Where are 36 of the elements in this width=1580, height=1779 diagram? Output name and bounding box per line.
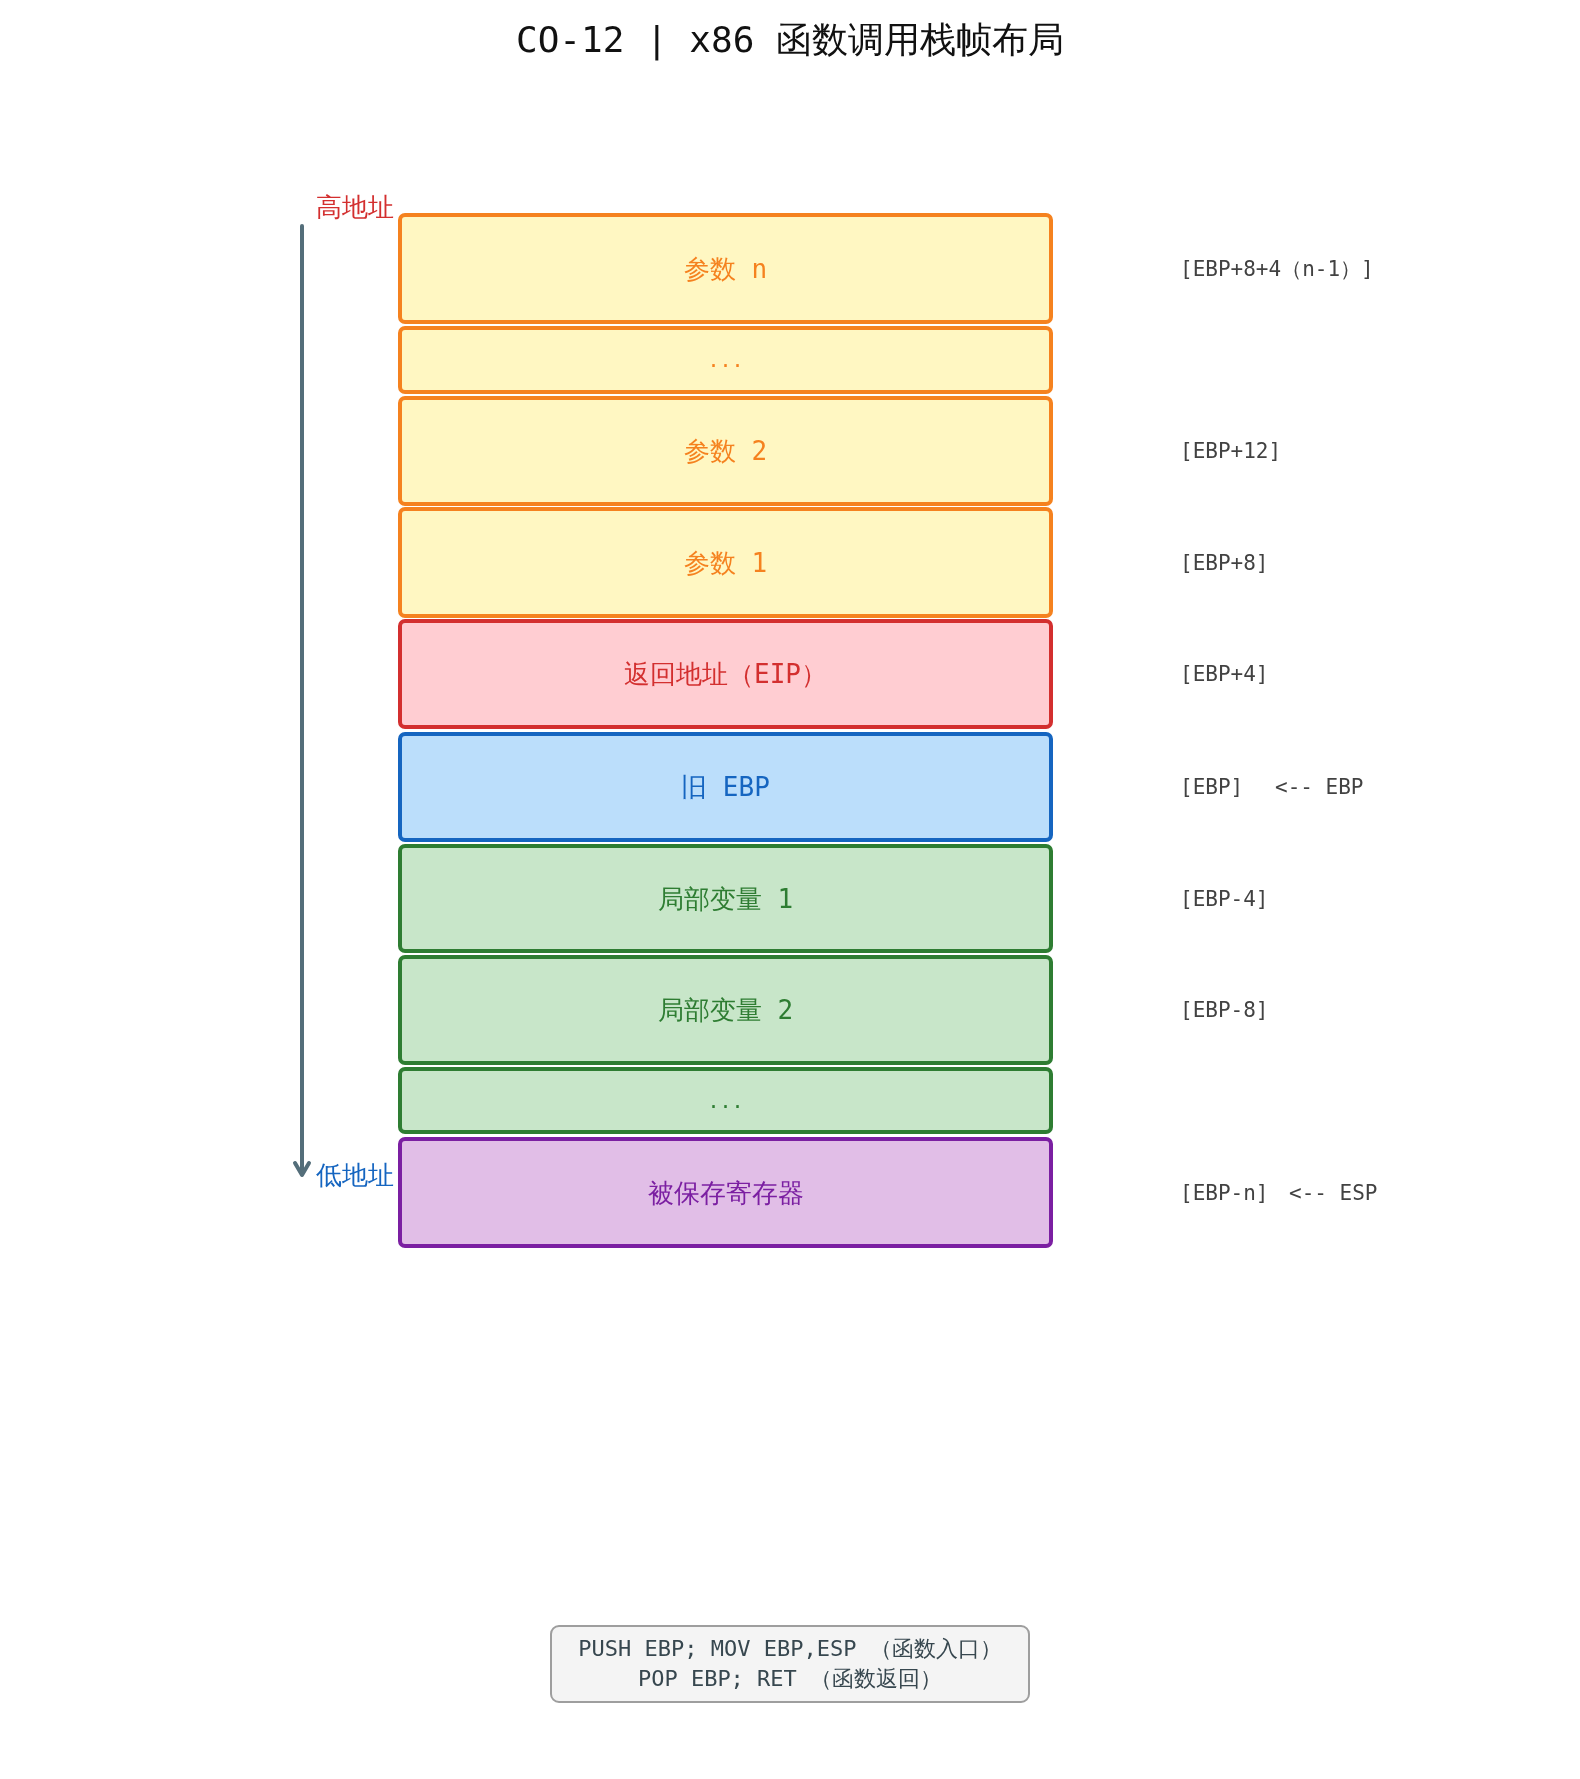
code-line: POP EBP; RET （函数返回） bbox=[637, 1665, 943, 1693]
slot-label: ... bbox=[707, 347, 744, 374]
pointer-label: <-- ESP bbox=[1289, 1179, 1378, 1207]
slot-label: ... bbox=[707, 1087, 744, 1115]
slot-label: 返回地址（EIP） bbox=[624, 658, 827, 690]
code-note-box bbox=[550, 1625, 1030, 1703]
address-label: 高地址 bbox=[316, 191, 394, 223]
slot-label: 局部变量 1 bbox=[657, 882, 794, 915]
slot-label: 参数 2 bbox=[683, 435, 768, 467]
stack-slot bbox=[398, 955, 1053, 1065]
offset-label: [EBP] bbox=[1180, 774, 1244, 801]
offset-label: [EBP+12] bbox=[1180, 438, 1282, 465]
slot-label: 被保存寄存器 bbox=[647, 1176, 804, 1209]
stack-slot bbox=[398, 844, 1053, 953]
stack-slot bbox=[398, 619, 1053, 729]
stack-slot bbox=[398, 213, 1053, 324]
address-label: 低地址 bbox=[316, 1159, 394, 1191]
offset-label: [EBP+8+4（n-1）] bbox=[1180, 255, 1374, 283]
offset-label: [EBP-4] bbox=[1180, 885, 1269, 913]
stack-slot bbox=[398, 732, 1053, 842]
slot-label: 旧 EBP bbox=[681, 771, 770, 803]
slot-label: 参数 1 bbox=[683, 546, 768, 579]
slot-label: 参数 n bbox=[683, 252, 768, 285]
stack-slot bbox=[398, 396, 1053, 506]
offset-label: [EBP+4] bbox=[1180, 661, 1269, 688]
code-line: PUSH EBP; MOV EBP,ESP （函数入口） bbox=[578, 1635, 1002, 1663]
offset-label: [EBP-8] bbox=[1180, 997, 1269, 1024]
stack-slot bbox=[398, 507, 1053, 618]
stack-slot bbox=[398, 326, 1053, 394]
slot-label: 局部变量 2 bbox=[657, 994, 794, 1026]
stack-slot bbox=[398, 1067, 1053, 1134]
stack-slot bbox=[398, 1137, 1053, 1248]
diagram-title: CO-12 | x86 函数调用栈帧布局 bbox=[515, 18, 1065, 63]
offset-label: [EBP+8] bbox=[1180, 549, 1269, 577]
pointer-label: <-- EBP bbox=[1275, 774, 1364, 801]
offset-label: [EBP-n] bbox=[1180, 1179, 1269, 1207]
